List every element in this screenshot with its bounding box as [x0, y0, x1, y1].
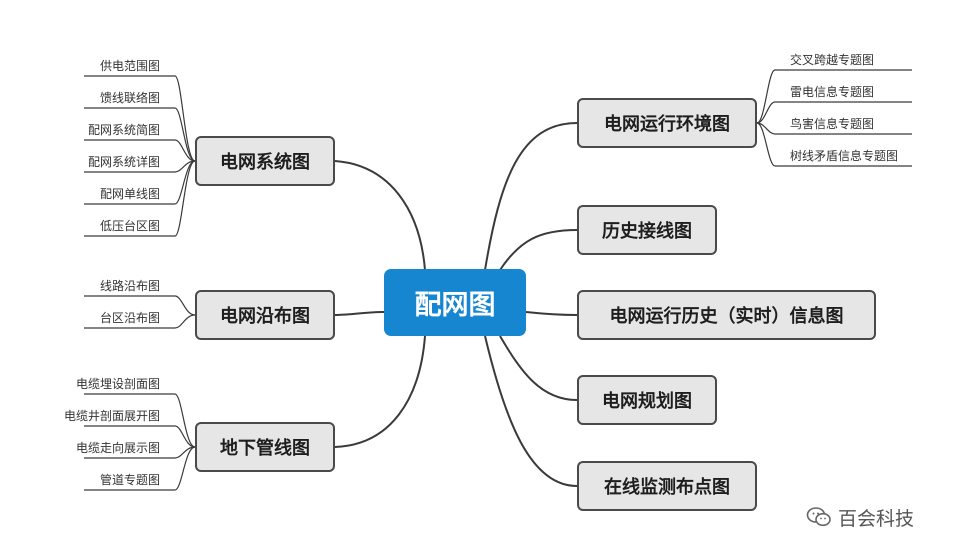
leaf-area-layout[interactable]: 台区沿布图 [99, 311, 160, 325]
leaf-cable-route[interactable]: 电缆走向展示图 [75, 441, 160, 455]
link-L0-curve-2 [174, 139, 196, 162]
wechat-icon [806, 507, 831, 527]
branch-grid-planning-diagram[interactable]: 电网规划图 [577, 375, 717, 425]
branch-underground-pipeline-diagram[interactable]: 地下管线图 [195, 422, 335, 472]
center-node[interactable]: 配网图 [384, 269, 526, 336]
watermark-text: 百会科技 [838, 507, 915, 530]
branch-online-monitoring-diagram[interactable]: 在线监测布点图 [577, 461, 757, 511]
leaf-bird-damage-topic[interactable]: 鸟害信息专题图 [790, 117, 875, 131]
branch-power-layout-diagram[interactable]: 电网沿布图 [195, 290, 335, 340]
link-L0-curve-5 [174, 160, 196, 237]
link-L0-curve-1 [174, 107, 196, 162]
leaf-low-voltage-area[interactable]: 低压台区图 [99, 219, 160, 233]
branch-grid-environment-diagram[interactable]: 电网运行环境图 [577, 98, 757, 148]
link-center-R4 [484, 335, 578, 487]
leaf-lightning-topic[interactable]: 雷电信息专题图 [790, 85, 875, 99]
leaf-system-brief[interactable]: 配网系统简图 [87, 123, 160, 137]
branch-power-system-diagram[interactable]: 电网系统图 [195, 136, 335, 186]
leaf-cable-well-section[interactable]: 电缆井剖面展开图 [63, 409, 160, 423]
link-center-R3 [499, 335, 578, 401]
link-R0-curve-1 [756, 101, 776, 124]
link-R0-curve-3 [756, 122, 776, 167]
leaf-line-layout[interactable]: 线路沿布图 [99, 279, 160, 293]
link-L1-curve-0 [174, 295, 196, 316]
branch-historical-wiring-diagram[interactable]: 历史接线图 [577, 205, 717, 255]
link-L0-curve-0 [174, 75, 196, 162]
link-L0-curve-4 [174, 160, 196, 205]
link-center-L0 [334, 160, 426, 271]
link-center-R0 [484, 122, 578, 271]
leaf-feeder-link[interactable]: 馈线联络图 [99, 91, 160, 105]
leaf-supply-range[interactable]: 供电范围图 [99, 59, 160, 73]
link-L2-curve-3 [174, 446, 196, 491]
branch-grid-history-info-diagram[interactable]: 电网运行历史（实时）信息图 [577, 290, 876, 340]
link-center-R2 [525, 311, 578, 316]
watermark: 百会科技 [806, 503, 936, 531]
leaf-pipeline-topic[interactable]: 管道专题图 [99, 473, 160, 487]
leaf-crossing-topic[interactable]: 交叉跨越专题图 [790, 53, 875, 67]
link-center-R1 [499, 229, 578, 271]
link-L2-curve-0 [174, 393, 196, 448]
leaf-single-line[interactable]: 配网单线图 [99, 187, 160, 201]
leaf-tree-conflict-topic[interactable]: 树线矛盾信息专题图 [790, 149, 899, 163]
link-center-L2 [334, 335, 426, 448]
link-L2-curve-1 [174, 425, 196, 448]
leaf-cable-burial-section[interactable]: 电缆埋设剖面图 [75, 377, 160, 391]
link-R0-curve-0 [756, 69, 776, 124]
leaf-system-detail[interactable]: 配网系统详图 [87, 155, 160, 169]
link-center-L1 [334, 311, 385, 316]
link-L1-curve-1 [174, 314, 196, 329]
